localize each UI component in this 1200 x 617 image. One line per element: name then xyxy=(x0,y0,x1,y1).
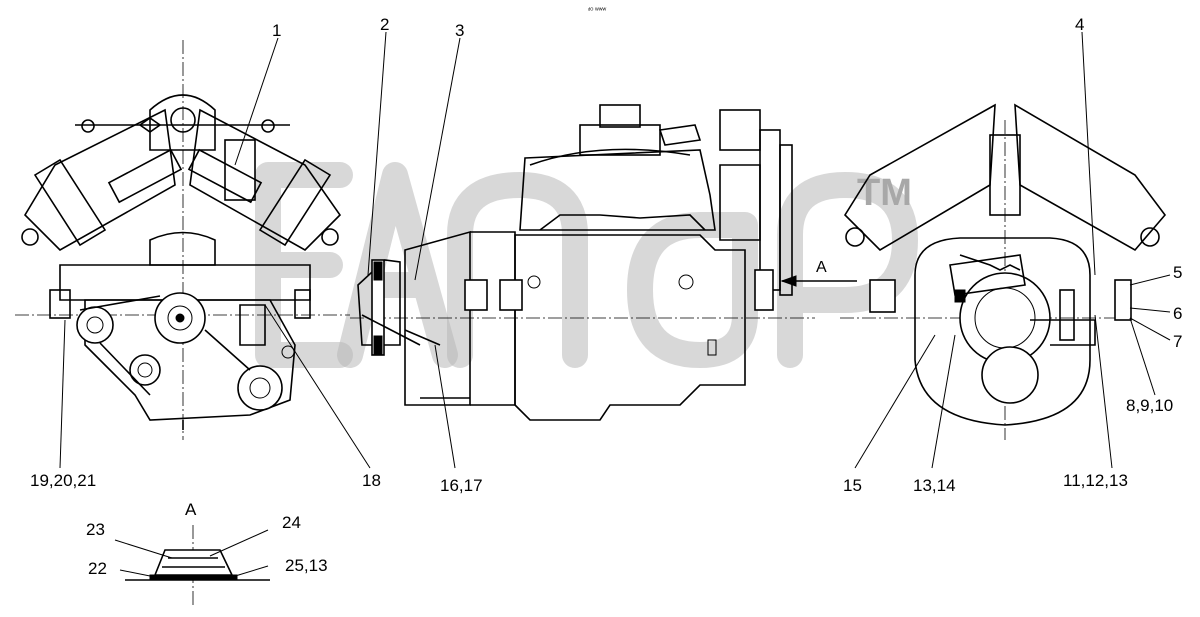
callout-6: 6 xyxy=(1173,304,1182,323)
callout-18: 18 xyxy=(362,471,381,490)
watermark-tm: TM xyxy=(857,172,912,214)
callout-numbers: 1 2 3 4 5 6 7 8,9,10 11,12,13 13,14 15 1… xyxy=(30,15,1182,578)
engine-front-view xyxy=(15,40,350,440)
engine-rear-view xyxy=(840,103,1167,440)
callout-1: 1 xyxy=(272,21,281,40)
callout-23: 23 xyxy=(86,520,105,539)
callout-8-9-10: 8,9,10 xyxy=(1126,396,1173,415)
callout-19-20-21: 19,20,21 xyxy=(30,471,96,490)
engine-side-view: A xyxy=(350,104,857,421)
callout-13-14: 13,14 xyxy=(913,476,956,495)
callout-3: 3 xyxy=(455,21,464,40)
detail-title: A xyxy=(185,500,197,519)
callout-15: 15 xyxy=(843,476,862,495)
detail-a-view: A xyxy=(125,500,270,605)
view-arrow-label: A xyxy=(816,259,827,276)
callout-5: 5 xyxy=(1173,263,1182,282)
callout-16-17: 16,17 xyxy=(440,476,483,495)
callout-24: 24 xyxy=(282,513,301,532)
callout-4: 4 xyxy=(1075,15,1084,34)
callout-25-13: 25,13 xyxy=(285,556,328,575)
callout-2: 2 xyxy=(380,15,389,34)
callout-7: 7 xyxy=(1173,332,1182,351)
callout-11-12-13: 11,12,13 xyxy=(1063,471,1128,490)
top-caption: ᵈᴼ ᵂᵂᵂ xyxy=(588,7,606,14)
leader-lines xyxy=(59,31,1171,579)
callout-22: 22 xyxy=(88,559,107,578)
